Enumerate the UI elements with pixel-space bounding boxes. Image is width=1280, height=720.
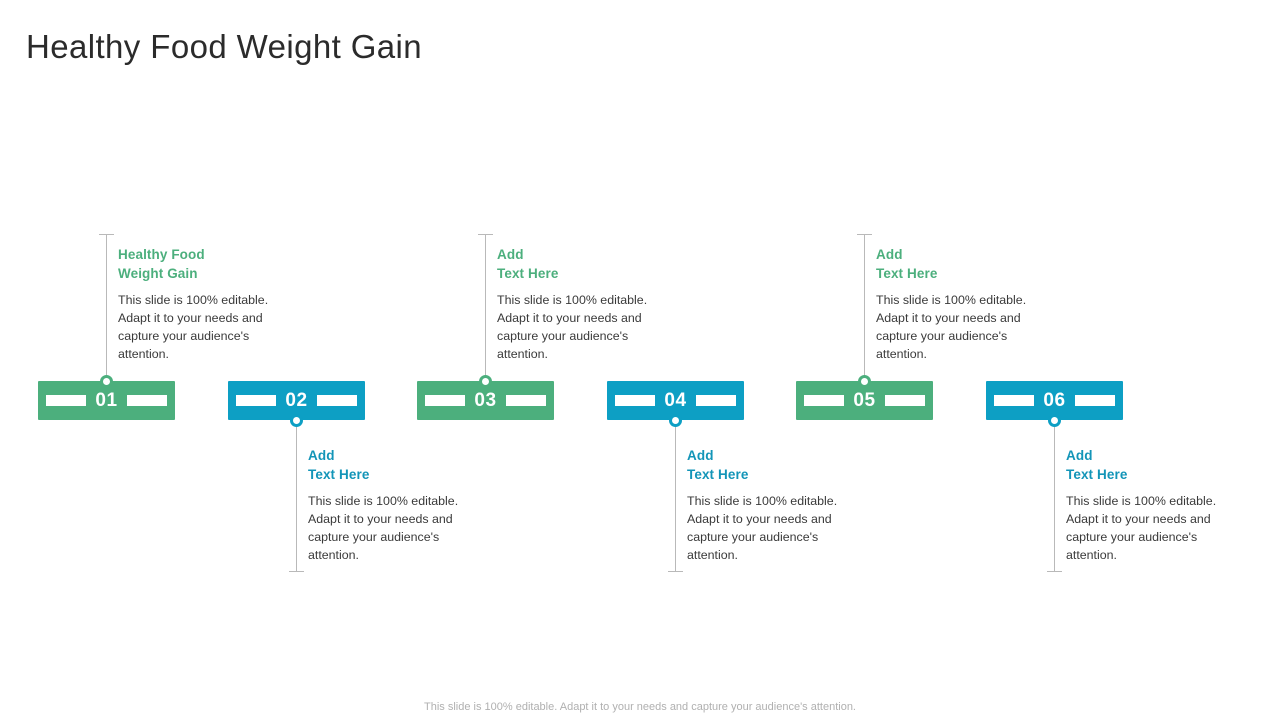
- heading-line2-01: Weight Gain: [118, 266, 198, 282]
- badge-notch-right-04: [696, 395, 736, 406]
- connector-tick-02: [289, 571, 304, 572]
- heading-line1-04: Add: [687, 448, 714, 463]
- heading-line2-02: Text Here: [308, 467, 370, 483]
- badge-notch-left-05: [804, 395, 844, 406]
- heading-line2-03: Text Here: [497, 266, 559, 282]
- connector-dot-02: [290, 414, 303, 427]
- heading-line1-03: Add: [497, 247, 524, 262]
- connector-stem-01: [106, 234, 107, 380]
- connector-dot-05: [858, 375, 871, 388]
- heading-line1-06: Add: [1066, 448, 1093, 463]
- badge-number-01: 01: [95, 389, 118, 411]
- heading-line1-02: Add: [308, 448, 335, 463]
- body-06: This slide is 100% editable. Adapt it to…: [1066, 494, 1217, 563]
- heading-line1-01: Healthy Food: [118, 247, 205, 262]
- connector-stem-02: [296, 420, 297, 572]
- connector-tick-04: [668, 571, 683, 572]
- badge-number-05: 05: [853, 389, 876, 411]
- badge-notch-right-02: [317, 395, 357, 406]
- connector-dot-03: [479, 375, 492, 388]
- heading-line2-06: Text Here: [1066, 467, 1128, 483]
- heading-line2-05: Text Here: [876, 266, 938, 282]
- badge-number-06: 06: [1043, 389, 1066, 411]
- body-01: This slide is 100% editable. Adapt it to…: [118, 293, 269, 362]
- footer-note: This slide is 100% editable. Adapt it to…: [424, 701, 856, 713]
- connector-stem-06: [1054, 420, 1055, 572]
- connector-dot-04: [669, 414, 682, 427]
- connector-stem-05: [864, 234, 865, 380]
- heading-line1-05: Add: [876, 247, 903, 262]
- body-04: This slide is 100% editable. Adapt it to…: [687, 494, 838, 563]
- page-title: Healthy Food Weight Gain: [26, 28, 423, 65]
- connector-dot-06: [1048, 414, 1061, 427]
- connector-tick-06: [1047, 571, 1062, 572]
- body-02: This slide is 100% editable. Adapt it to…: [308, 494, 459, 563]
- body-05: This slide is 100% editable. Adapt it to…: [876, 293, 1027, 362]
- badge-notch-left-02: [236, 395, 276, 406]
- body-03: This slide is 100% editable. Adapt it to…: [497, 293, 648, 362]
- badge-number-02: 02: [285, 389, 308, 411]
- connector-dot-01: [100, 375, 113, 388]
- badge-number-04: 04: [664, 389, 687, 411]
- heading-line2-04: Text Here: [687, 467, 749, 483]
- badge-notch-right-05: [885, 395, 925, 406]
- badge-notch-left-06: [994, 395, 1034, 406]
- badge-notch-left-03: [425, 395, 465, 406]
- connector-stem-03: [485, 234, 486, 380]
- badge-notch-left-04: [615, 395, 655, 406]
- number-badge-06[interactable]: 06: [986, 381, 1123, 420]
- badge-notch-right-01: [127, 395, 167, 406]
- badge-notch-left-01: [46, 395, 86, 406]
- number-badge-02[interactable]: 02: [228, 381, 365, 420]
- number-badge-04[interactable]: 04: [607, 381, 744, 420]
- badge-number-03: 03: [474, 389, 497, 411]
- badge-notch-right-03: [506, 395, 546, 406]
- badge-notch-right-06: [1075, 395, 1115, 406]
- connector-stem-04: [675, 420, 676, 572]
